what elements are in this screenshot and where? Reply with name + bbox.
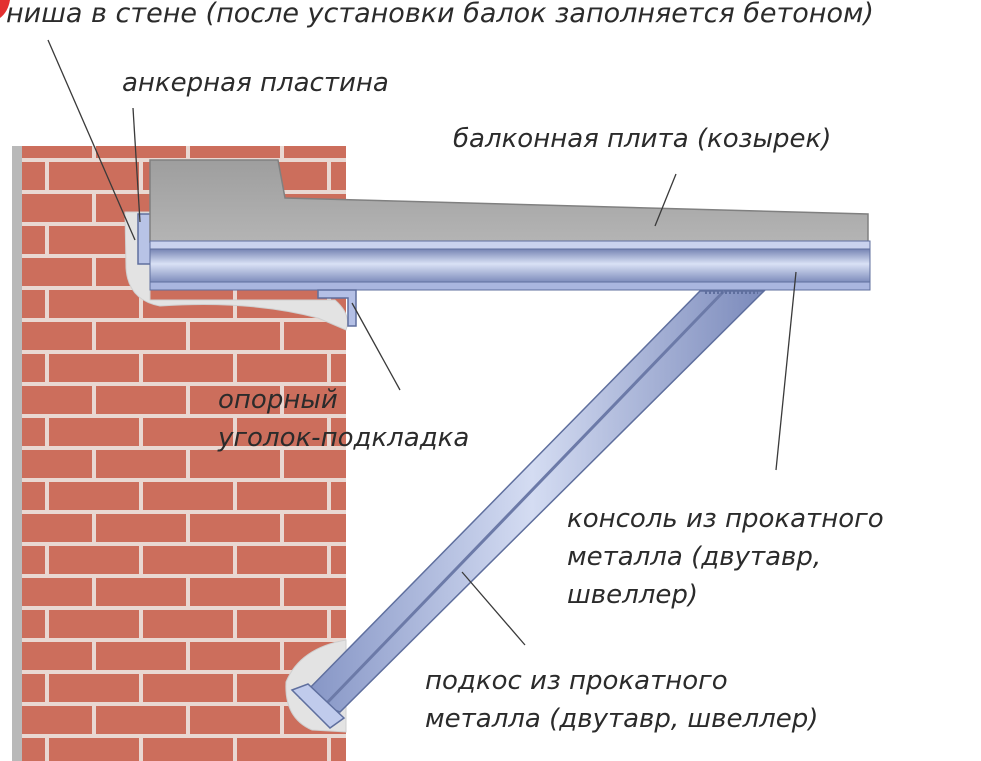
label-support-angle: опорный уголок-подкладка <box>218 381 469 457</box>
leader-lines <box>47 39 797 646</box>
corner-accent <box>0 0 10 18</box>
label-support-angle-line-2: уголок-подкладка <box>218 423 470 453</box>
label-anchor-plate: анкерная пластина <box>122 68 389 98</box>
label-brace: подкос из прокатного металла (двутавр, ш… <box>425 662 818 738</box>
label-wall-niche: ниша в стене (после установки балок запо… <box>6 0 874 29</box>
label-console-line-2: металла (двутавр, <box>567 542 822 572</box>
label-console-line-1: консоль из прокатного <box>567 504 884 534</box>
label-brace-line-1: подкос из прокатного <box>425 666 728 696</box>
label-support-angle-line-1: опорный <box>218 385 338 415</box>
label-console: консоль из прокатного металла (двутавр, … <box>567 500 884 614</box>
support-angle <box>317 289 357 327</box>
console-beam <box>149 240 871 291</box>
label-console-line-3: швеллер) <box>567 580 698 610</box>
label-brace-line-2: металла (двутавр, швеллер) <box>425 704 819 734</box>
wall-niche-concrete <box>124 211 349 331</box>
brace <box>290 289 766 729</box>
balcony-slab <box>149 159 869 243</box>
label-balcony-slab: балконная плита (козырек) <box>453 124 832 154</box>
